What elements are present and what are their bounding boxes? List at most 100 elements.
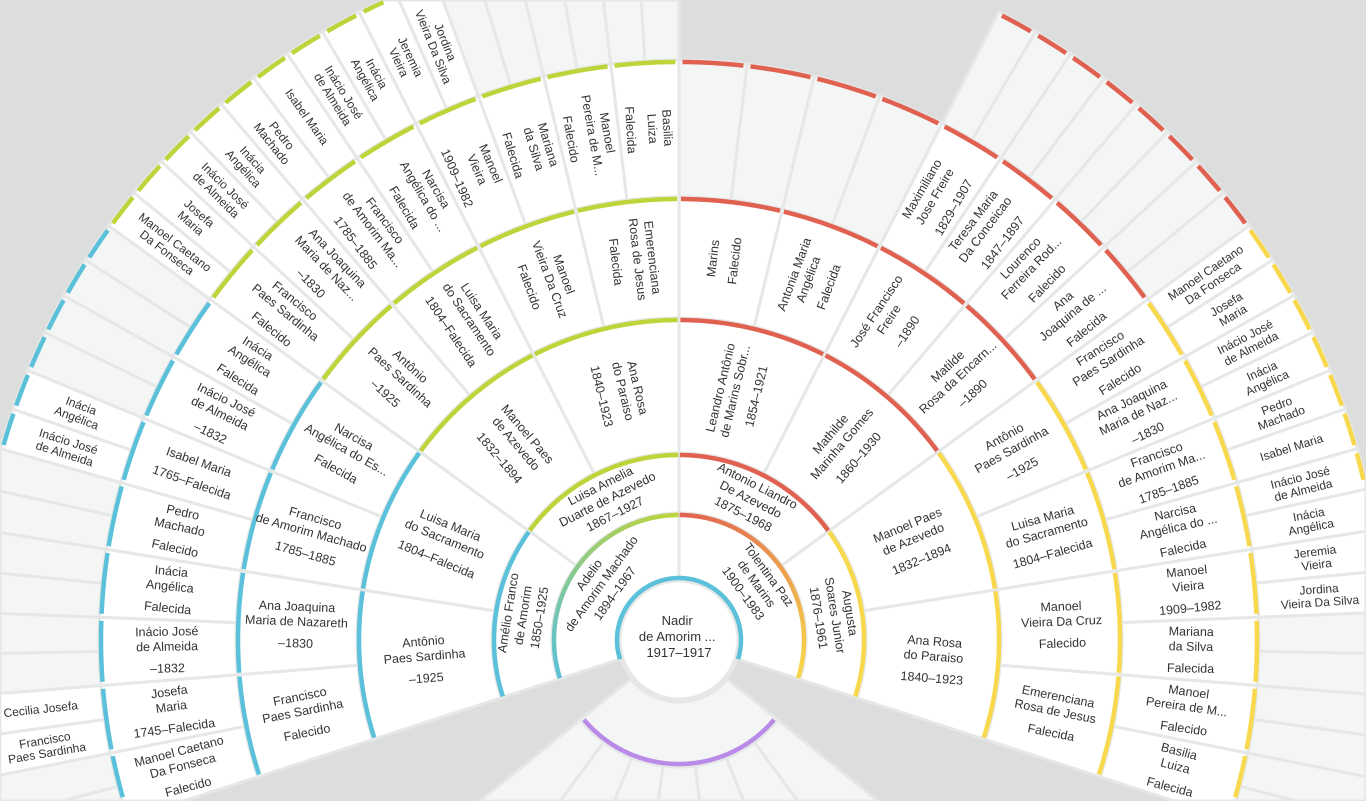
branch-arc — [419, 353, 534, 453]
branch-arc — [1105, 80, 1134, 105]
branch-arc — [1146, 301, 1184, 356]
branch-arc — [110, 755, 125, 798]
branch-arc — [1253, 620, 1260, 682]
branch-arc — [356, 590, 377, 739]
branch-arc — [816, 76, 877, 99]
ancestor-name-line: Inácia — [154, 563, 189, 580]
grandchild-cell[interactable] — [558, 740, 634, 801]
branch-arc — [360, 451, 422, 589]
ancestor-label: Marianada SilvaFalecida — [1167, 624, 1215, 676]
branch-arc — [1212, 421, 1237, 481]
grandchild-cell[interactable] — [612, 755, 665, 801]
branch-arc — [1271, 263, 1293, 294]
branch-arc — [943, 124, 999, 160]
branch-arc — [1342, 413, 1357, 446]
ancestor-name-line: Josefa — [150, 683, 188, 702]
branch-arc — [1137, 106, 1165, 132]
ancestor-label: AntônioPaes Sardinha –1925 — [382, 631, 468, 688]
branch-arc — [359, 124, 415, 160]
branch-arc — [65, 263, 87, 294]
branch-arc — [1248, 552, 1259, 614]
branch-arc — [270, 381, 323, 471]
ancestor-name-line: Pedro — [165, 502, 201, 523]
empty-ancestor-cell[interactable] — [0, 649, 103, 695]
branch-arc — [1000, 13, 1032, 34]
ancestor-label: ManoelVieira Da CruzFalecido — [1020, 598, 1103, 652]
empty-ancestor-cell[interactable] — [0, 611, 102, 655]
ancestor-name-line: Maria — [155, 698, 188, 716]
root-person[interactable]: Nadir de Amorim ... 1917–1917 — [614, 575, 744, 703]
branch-arc — [136, 164, 162, 193]
branch-arc — [1035, 381, 1088, 471]
branch-arc — [99, 552, 110, 614]
branch-arc — [211, 248, 254, 299]
grandchild-cell[interactable] — [752, 717, 881, 801]
branch-arc — [1311, 336, 1329, 368]
branch-arc — [1167, 134, 1194, 162]
empty-ancestor-cell[interactable] — [639, 0, 681, 63]
branch-arc — [1104, 248, 1147, 299]
grandchild-cell[interactable] — [693, 755, 746, 801]
ancestor-dates: –1830 — [278, 636, 313, 651]
ancestor-name-line: Antônio — [402, 633, 445, 650]
branch-arc — [106, 485, 124, 547]
ancestor-name-line: Vieira Da Cruz — [1021, 613, 1103, 630]
empty-ancestor-cell[interactable] — [601, 0, 647, 66]
ancestor-dates: –1832 — [150, 661, 185, 676]
branch-arc — [1233, 755, 1248, 798]
ancestor-label: Inácio Joséde Almeida–1832 — [135, 624, 199, 676]
ancestor-name-line: Jeremia — [1293, 542, 1337, 561]
branch-arc — [881, 96, 940, 126]
branch-arc — [100, 688, 114, 750]
grandchild-cell[interactable] — [724, 740, 800, 801]
ancestor-dates: Falecida — [1167, 661, 1215, 676]
branch-arc — [479, 209, 575, 249]
empty-ancestor-cell[interactable] — [1256, 611, 1366, 655]
branch-arc — [193, 106, 221, 132]
branch-arc — [680, 317, 825, 357]
branch-arc — [1085, 472, 1117, 570]
descendants-arc — [582, 718, 776, 767]
root-label: Nadir de Amorim ... 1917–1917 — [639, 613, 719, 660]
branch-arc — [1112, 572, 1123, 673]
branch-arc — [546, 64, 608, 80]
branch-arc — [1183, 359, 1214, 417]
ancestor-name-line: Manoel — [1040, 599, 1082, 615]
branch-arc — [29, 336, 47, 368]
branch-arc — [290, 33, 321, 55]
branch-arc — [879, 245, 966, 306]
branch-arc — [121, 421, 146, 481]
ancestor-label: Ana JoaquinaMaria de Nazareth–1830 — [244, 598, 349, 653]
branch-arc — [1001, 159, 1054, 200]
branch-arc — [1248, 228, 1271, 259]
ancestor-dates: 1909–1982 — [1158, 598, 1222, 618]
ancestor-dates: –1925 — [408, 670, 444, 687]
branch-arc — [1292, 299, 1312, 331]
ancestor-label: JeremiaVieira — [1293, 542, 1339, 574]
ancestor-name-line: Angélica — [145, 577, 194, 596]
branch-arc — [533, 317, 678, 357]
root-name-line: Nadir — [662, 613, 694, 628]
ancestor-name-line: Marins — [704, 239, 722, 278]
grandchild-cell[interactable] — [656, 764, 702, 801]
branch-arc — [1354, 452, 1366, 481]
ancestor-name-line: Vieira — [1172, 578, 1205, 595]
branch-arc — [827, 530, 867, 698]
grandchild-cell[interactable] — [477, 717, 606, 801]
ancestor-name-line: Basilia — [659, 109, 675, 147]
ancestor-dates: Falecida — [606, 238, 625, 287]
branch-arc — [321, 304, 393, 381]
ancestor-name-line: do Paraiso — [903, 647, 964, 666]
ancestor-name-line: Paes Sardinha — [383, 646, 466, 666]
branch-arc — [936, 451, 998, 589]
branch-arc — [679, 512, 807, 679]
branch-arc — [362, 0, 385, 14]
ancestor-dates: Falecida — [622, 106, 639, 154]
branch-arc — [1096, 676, 1121, 776]
ancestor-label: FranciscoPaes Sardinha — [5, 727, 87, 767]
branch-arc — [491, 530, 531, 698]
ancestor-name-line: Luiza — [644, 113, 660, 144]
branch-arc — [1, 413, 16, 446]
branch-arc — [783, 209, 879, 249]
